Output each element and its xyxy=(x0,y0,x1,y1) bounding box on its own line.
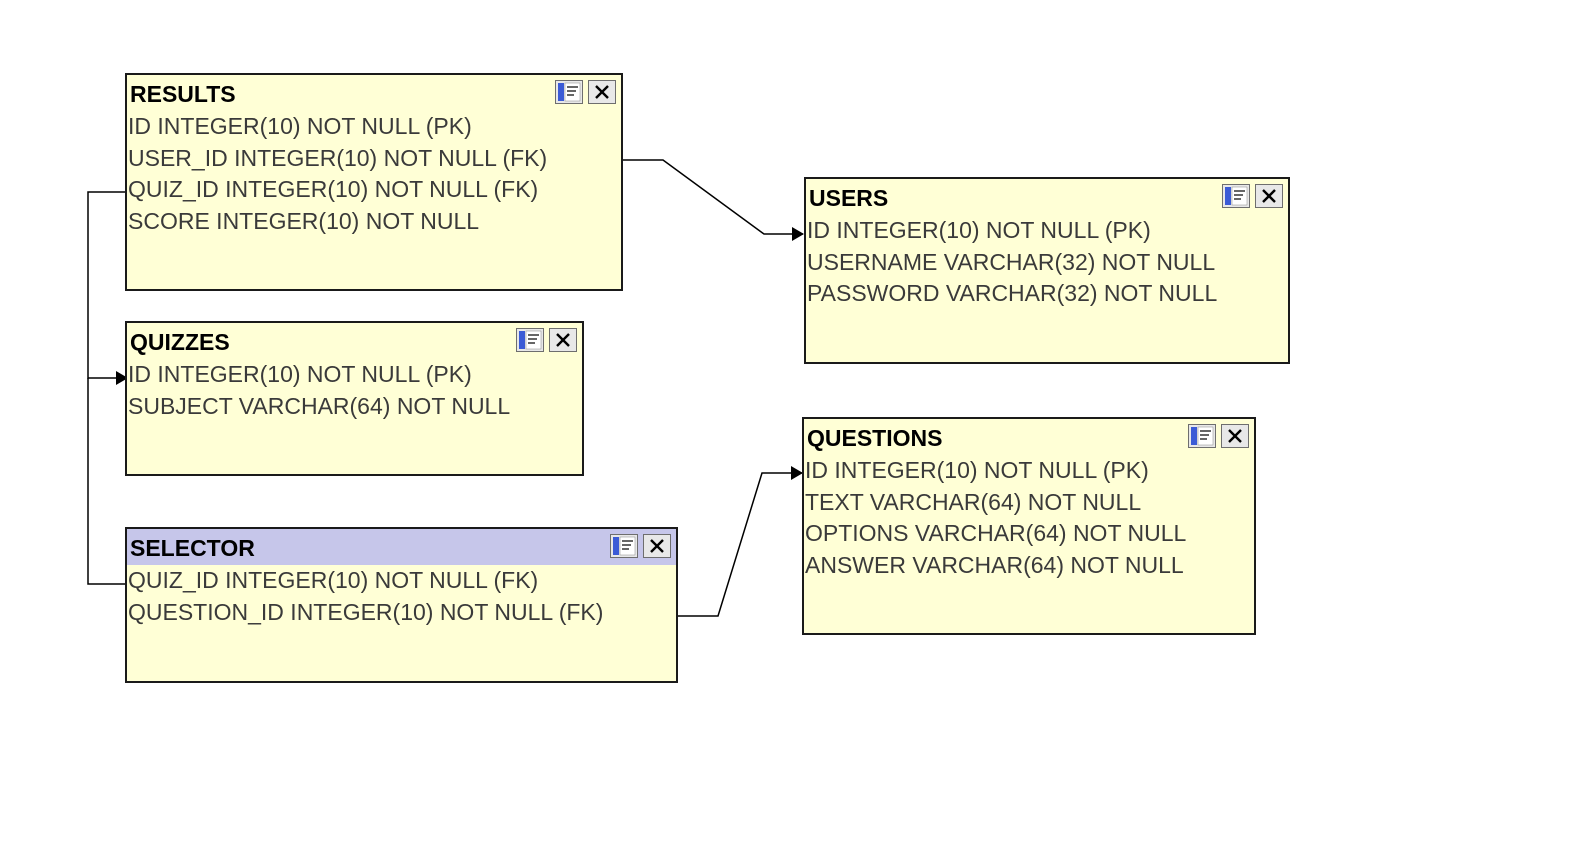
table-properties-button[interactable] xyxy=(1222,184,1250,208)
column-row[interactable]: USERNAME VARCHAR(32) NOT NULL xyxy=(807,248,1216,275)
close-icon xyxy=(1262,189,1276,203)
column-row[interactable]: ID INTEGER(10) NOT NULL (PK) xyxy=(128,113,472,139)
column-row[interactable]: SCORE INTEGER(10) NOT NULL xyxy=(128,207,480,234)
column-row[interactable]: ID INTEGER(10) NOT NULL (PK) xyxy=(807,217,1151,243)
column-row[interactable]: ID INTEGER(10) NOT NULL (PK) xyxy=(805,457,1149,483)
table-close-button[interactable] xyxy=(643,534,671,558)
table-title: SELECTOR xyxy=(130,535,255,561)
close-icon xyxy=(650,539,664,553)
table-header[interactable]: QUESTIONS xyxy=(804,419,1254,455)
table-users[interactable]: USERS ID INTEGER(10) NOT NULL (PK) USERN… xyxy=(804,177,1290,364)
table-properties-button[interactable] xyxy=(610,534,638,558)
table-title: USERS xyxy=(809,185,889,211)
table-properties-icon xyxy=(1225,186,1248,206)
table-quizzes[interactable]: QUIZZES ID INTEGER(10) NOT NULL (PK) SUB… xyxy=(125,321,584,476)
table-properties-icon xyxy=(558,82,581,102)
close-icon xyxy=(1228,429,1242,443)
column-row[interactable]: SUBJECT VARCHAR(64) NOT NULL xyxy=(128,392,511,419)
table-close-button[interactable] xyxy=(588,80,616,104)
table-questions[interactable]: QUESTIONS ID INTEGER(10) NOT NULL (PK) T… xyxy=(802,417,1256,635)
table-properties-icon xyxy=(519,330,542,350)
table-title: QUESTIONS xyxy=(807,425,943,451)
relation-selector-questions[interactable] xyxy=(677,466,803,617)
table-properties-button[interactable] xyxy=(1188,424,1216,448)
table-selector[interactable]: SELECTOR QUIZ_ID INTEGER(10) NOT NULL (F… xyxy=(125,527,678,683)
table-properties-icon xyxy=(1191,426,1214,446)
column-row[interactable]: ID INTEGER(10) NOT NULL (PK) xyxy=(128,361,472,387)
column-row[interactable]: OPTIONS VARCHAR(64) NOT NULL xyxy=(805,520,1187,546)
column-row[interactable]: PASSWORD VARCHAR(32) NOT NULL xyxy=(807,280,1218,306)
table-header[interactable]: RESULTS xyxy=(127,75,621,111)
relation-selector-quizzes[interactable] xyxy=(87,378,128,585)
table-properties-button[interactable] xyxy=(555,80,583,104)
close-icon xyxy=(556,333,570,347)
table-close-button[interactable] xyxy=(1255,184,1283,208)
relation-results-quizzes[interactable] xyxy=(87,191,128,385)
table-title: QUIZZES xyxy=(130,329,230,355)
column-row[interactable]: TEXT VARCHAR(64) NOT NULL xyxy=(805,488,1142,515)
table-header[interactable]: SELECTOR xyxy=(127,529,676,565)
close-icon xyxy=(595,85,609,99)
column-row[interactable]: QUIZ_ID INTEGER(10) NOT NULL (FK) xyxy=(128,176,539,202)
table-results[interactable]: RESULTS ID INTEGER(10) NOT NULL (PK) USE… xyxy=(125,73,623,291)
column-row[interactable]: QUIZ_ID INTEGER(10) NOT NULL (FK) xyxy=(128,567,539,593)
column-row[interactable]: QUESTION_ID INTEGER(10) NOT NULL (FK) xyxy=(128,598,604,625)
column-row[interactable]: USER_ID INTEGER(10) NOT NULL (FK) xyxy=(128,144,548,171)
column-row[interactable]: ANSWER VARCHAR(64) NOT NULL xyxy=(805,551,1184,578)
table-title: RESULTS xyxy=(130,81,236,107)
table-header[interactable]: USERS xyxy=(806,179,1288,215)
table-close-button[interactable] xyxy=(1221,424,1249,448)
table-close-button[interactable] xyxy=(549,328,577,352)
table-properties-button[interactable] xyxy=(516,328,544,352)
table-properties-icon xyxy=(613,536,636,556)
relation-results-users[interactable] xyxy=(622,159,804,241)
table-header[interactable]: QUIZZES xyxy=(127,323,582,359)
